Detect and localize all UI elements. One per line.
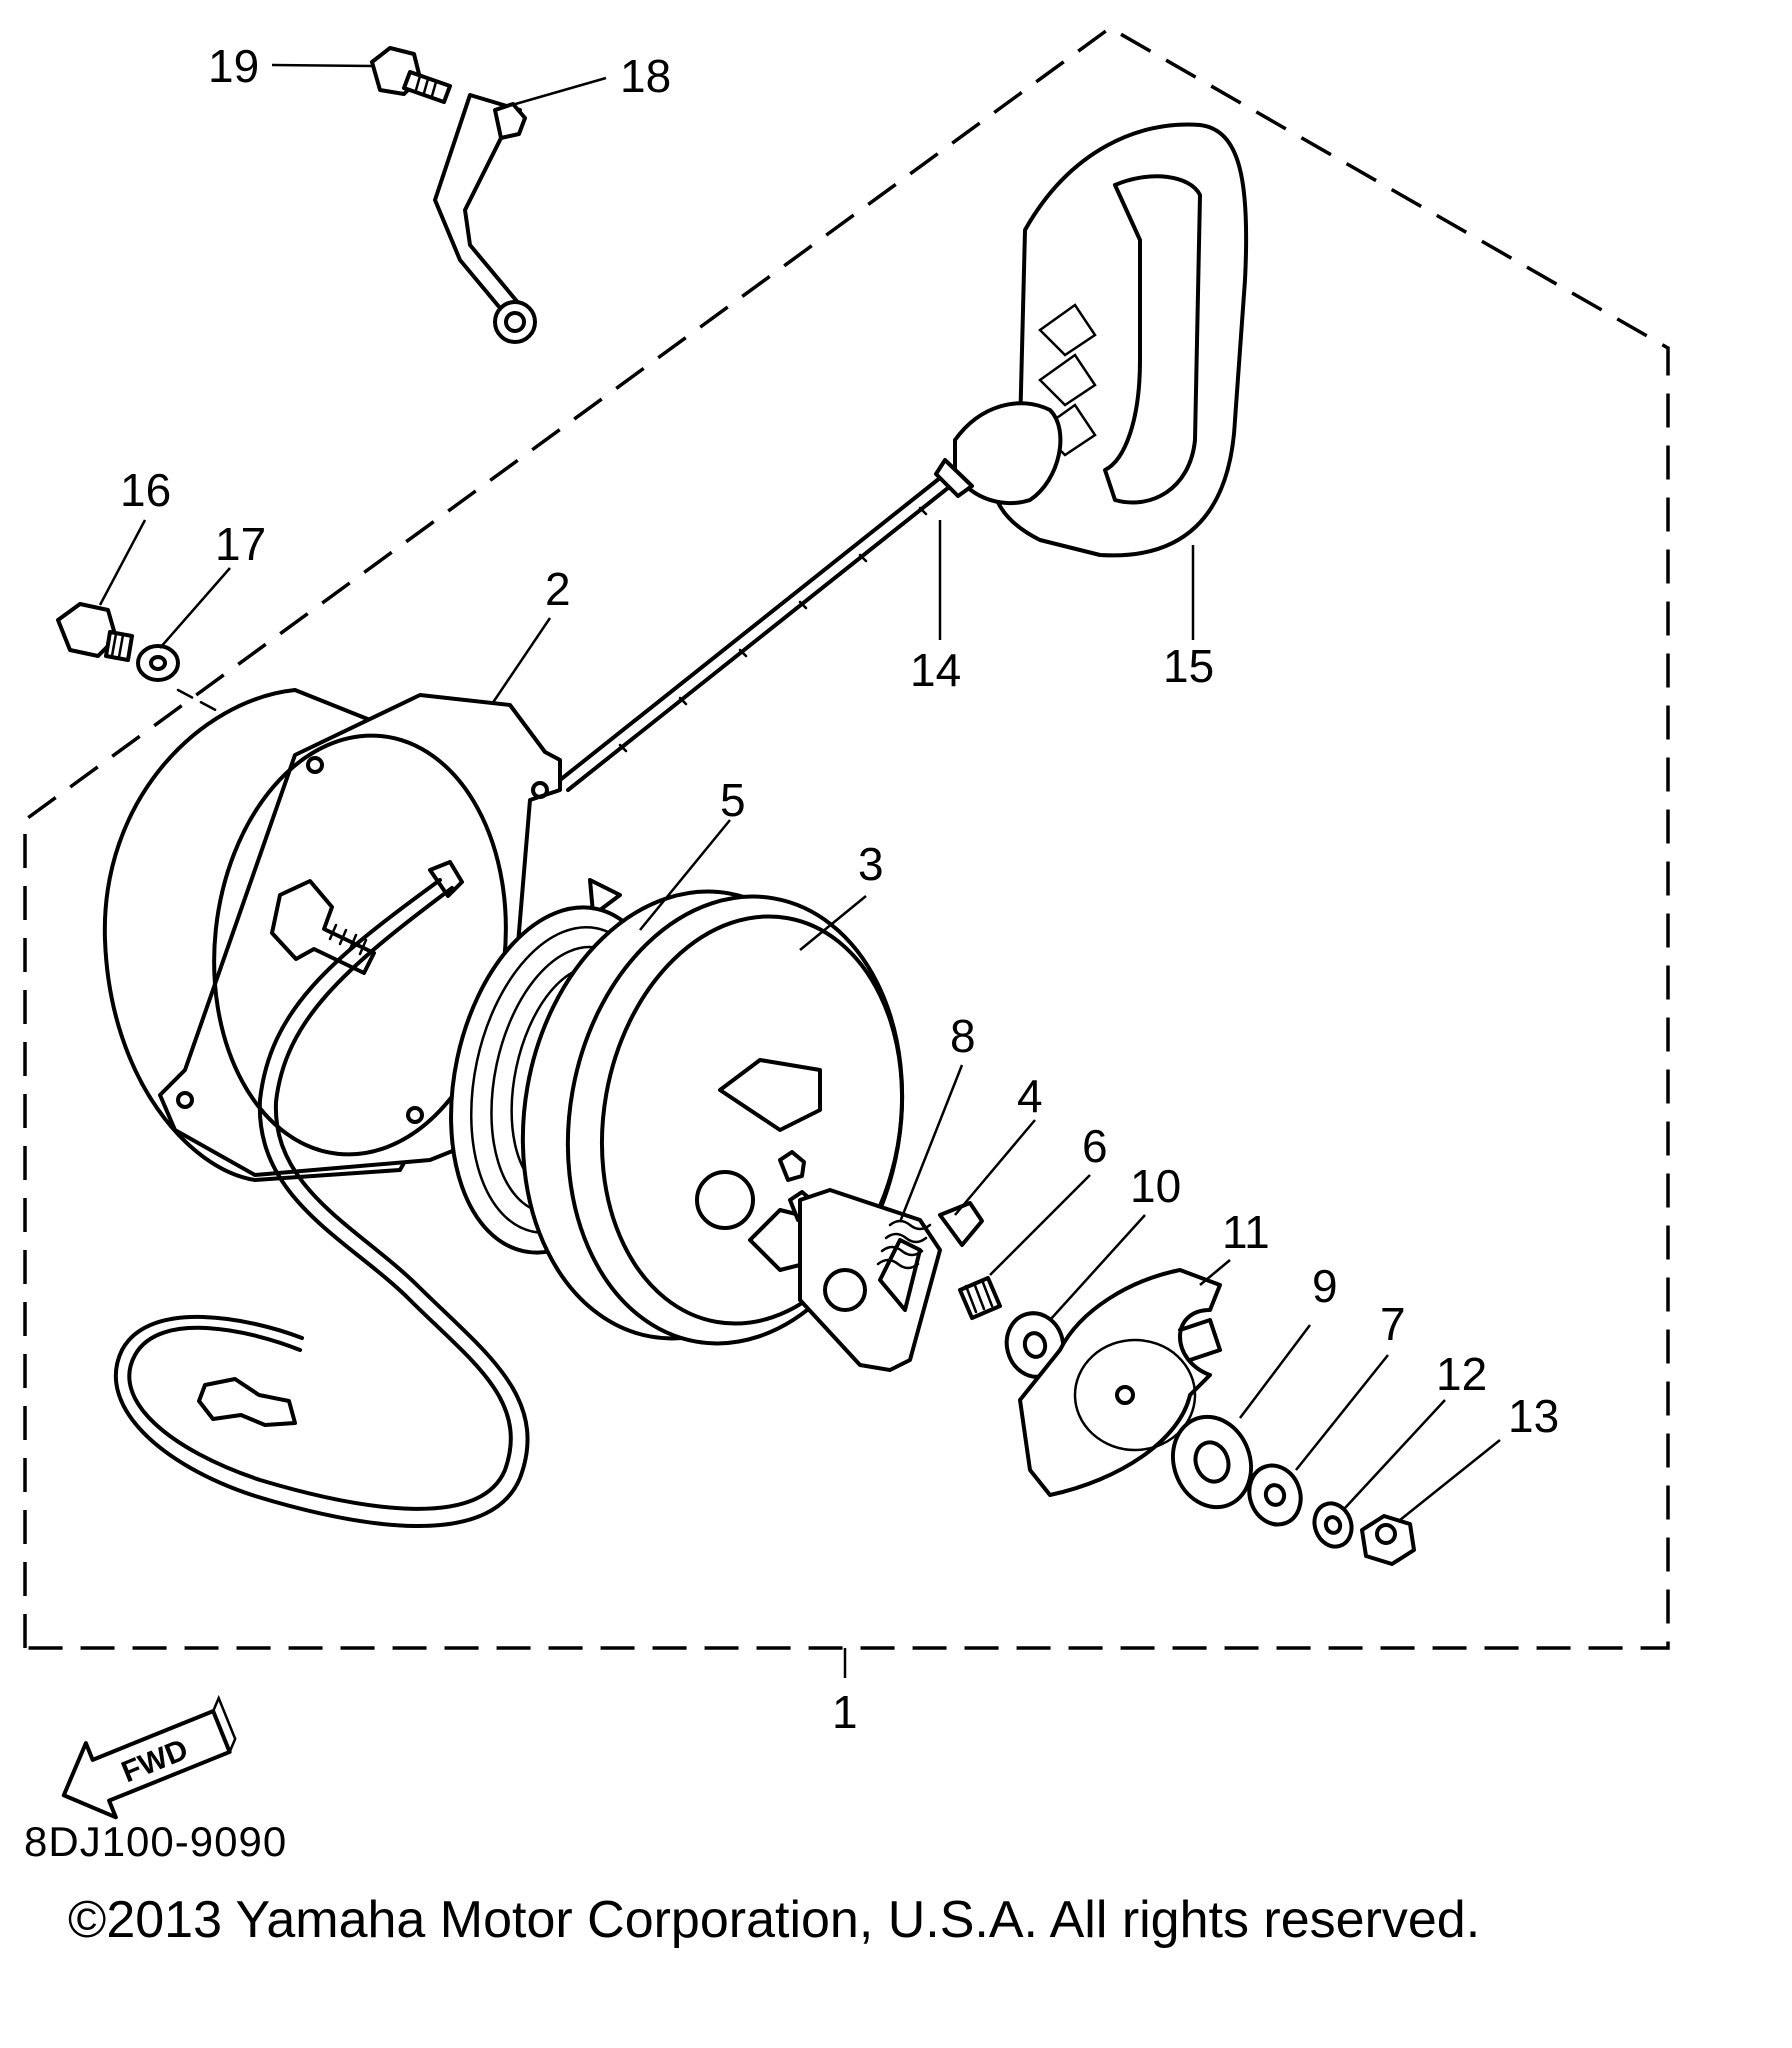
callout-16: 16 [120, 464, 171, 516]
callout-4: 4 [1017, 1070, 1043, 1122]
part-4-ratchet [798, 1188, 984, 1372]
part-16-bolt [56, 602, 134, 662]
callout-5: 5 [720, 774, 746, 826]
part-9-washer [1170, 1414, 1254, 1510]
part-7-washer [1247, 1463, 1303, 1527]
part-18-bracket [433, 93, 537, 344]
callout-2: 2 [545, 563, 571, 615]
fwd-arrow-icon: FWD [61, 1694, 237, 1820]
callout-15: 15 [1163, 640, 1214, 692]
assembly-boundary [23, 25, 1670, 1650]
copyright-notice: ©2013 Yamaha Motor Corporation, U.S.A. A… [68, 1891, 1481, 1949]
part-11-plate [1018, 1268, 1222, 1497]
callout-3: 3 [858, 838, 884, 890]
callout-8: 8 [950, 1010, 976, 1062]
callout-18: 18 [620, 50, 671, 102]
callout-6: 6 [1082, 1120, 1108, 1172]
callout-leaders [98, 63, 1501, 1521]
part-17-washer [136, 644, 180, 682]
callout-7: 7 [1380, 1298, 1406, 1350]
part-6-spring [958, 1276, 1002, 1320]
part-13-nut [1360, 1514, 1416, 1566]
part-19-bolt [370, 46, 452, 104]
part-14-starter-rope [558, 468, 960, 792]
part-12-lock-washer [1312, 1501, 1354, 1549]
callout-10: 10 [1130, 1160, 1181, 1212]
callout-11: 11 [1222, 1206, 1270, 1258]
part-15-handle [934, 122, 1249, 558]
callout-1: 1 [832, 1686, 858, 1738]
inner-rope-loop [114, 878, 530, 1528]
callout-14: 14 [910, 644, 961, 696]
diagram-code: 8DJ100-9090 [24, 1818, 288, 1865]
callout-13: 13 [1508, 1390, 1559, 1442]
callout-19: 19 [208, 40, 259, 92]
callout-17: 17 [215, 518, 266, 570]
callout-12: 12 [1436, 1348, 1487, 1400]
part-8-spring [876, 1219, 932, 1270]
callout-9: 9 [1312, 1260, 1338, 1312]
